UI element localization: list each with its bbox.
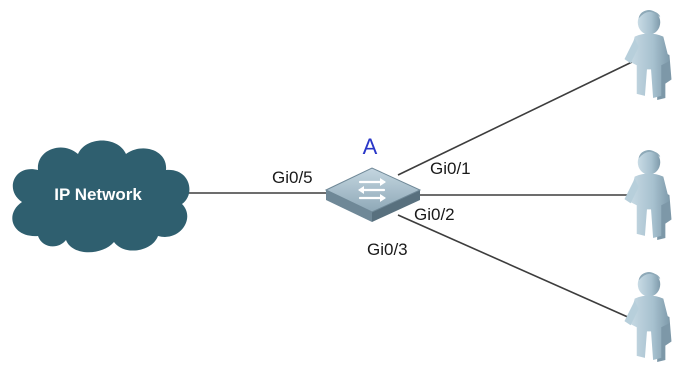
port-label-uplink: Gi0/5 [272,168,313,187]
cloud-label: IP Network [54,185,142,204]
user-icon [624,10,672,100]
switch-label: A [363,134,378,159]
cloud-icon [12,140,190,253]
link-switch-user1 [397,61,633,176]
port-label-user2: Gi0/2 [414,205,455,224]
user-icon [624,150,672,240]
user-icon [624,272,672,362]
port-label-user1: Gi0/1 [430,159,471,178]
port-label-user3: Gi0/3 [367,240,408,259]
link-switch-user3 [397,214,631,319]
switch-icon [324,167,422,222]
